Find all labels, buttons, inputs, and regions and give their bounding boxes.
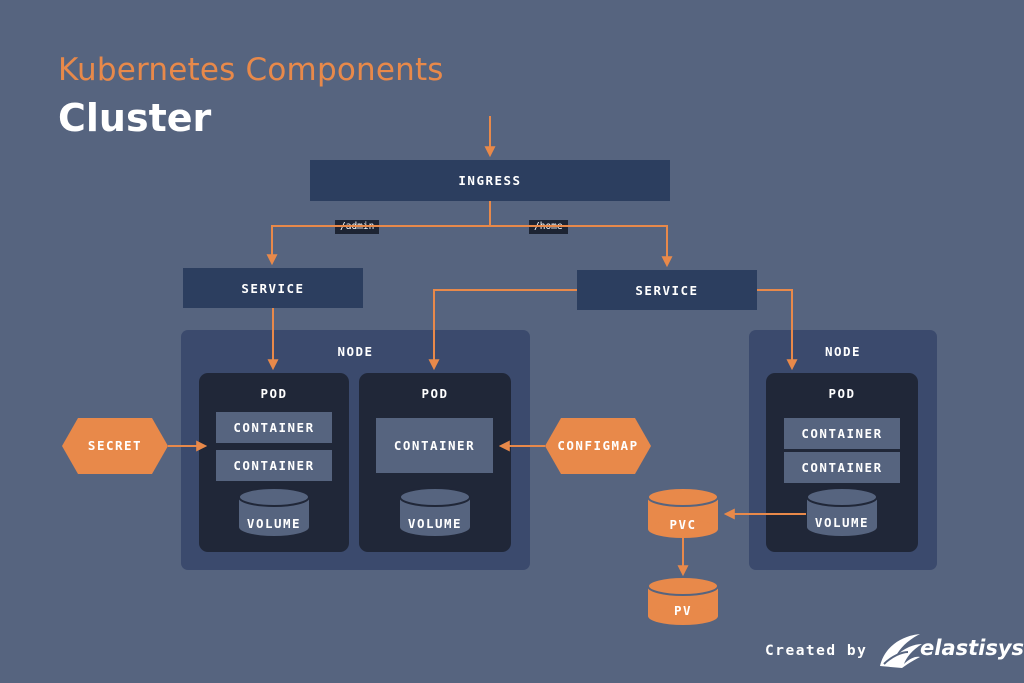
pv-cylinder [647,576,719,625]
secret-hexagon [62,418,168,474]
volume-right-cylinder [806,487,878,536]
container-right-2: CONTAINER [784,452,900,483]
volume-left-b-label: VOLUME [408,516,462,531]
container-left-b: CONTAINER [376,418,493,473]
volume-left-a-cylinder [238,487,310,536]
node-right-label: NODE [824,344,862,359]
diagram-title: Kubernetes Components [58,52,444,88]
ingress-box: INGRESS [310,160,670,201]
container-right-1: CONTAINER [784,418,900,449]
container-left-a-1: CONTAINER [216,412,332,443]
pvc-cylinder [647,487,719,538]
footer-brand-name: elastisys [920,636,1024,660]
pv-label: PV [674,603,692,618]
secret-label: SECRET [88,438,142,453]
arrow-service-right-to-pod-right [757,289,798,371]
volume-right-label: VOLUME [815,515,869,530]
arrow-to-service-right [490,225,673,268]
service-box-left: SERVICE [183,268,363,308]
node-left-label: NODE [337,344,374,359]
configmap-hexagon [545,418,651,474]
footer-created-by: Created by [765,643,868,659]
volume-left-b-cylinder [399,487,471,536]
service-box-right: SERVICE [577,270,757,310]
diagram-subtitle: Cluster [58,96,212,140]
connector-lines [168,116,806,577]
pod-right-label: POD [828,386,856,401]
configmap-label: CONFIGMAP [557,438,638,453]
arrow-to-service-left [266,225,490,266]
pvc-label: PVC [669,517,696,532]
arrow-service-right-to-pod-left [428,289,577,371]
container-left-a-2: CONTAINER [216,450,332,481]
pod-left-a-label: POD [260,386,288,401]
pod-left-b-label: POD [421,386,449,401]
elastisys-logo-icon [880,634,922,668]
volume-left-a-label: VOLUME [247,516,301,531]
